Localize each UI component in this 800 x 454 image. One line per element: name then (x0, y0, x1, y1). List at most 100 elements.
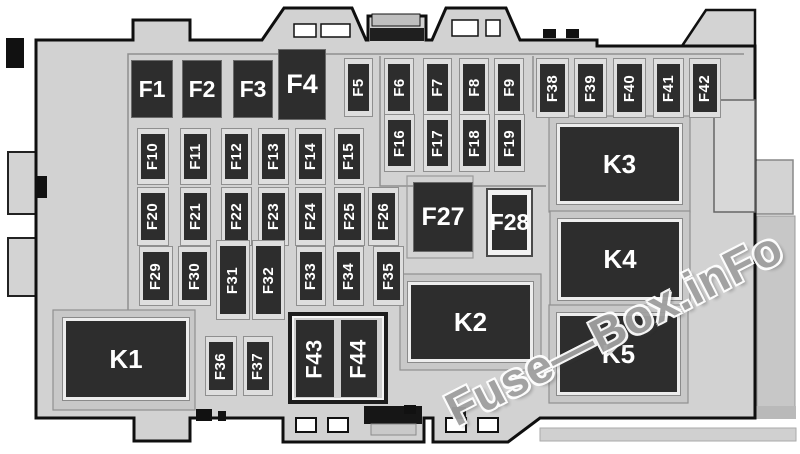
fuse-f33-label: F33 (302, 262, 320, 290)
relay-k3: K3 (557, 124, 682, 204)
fuse-f23: F23 (262, 193, 285, 240)
fuse-f42-label: F42 (696, 74, 714, 102)
fuse-f14-label: F14 (302, 142, 320, 171)
fuse-f13: F13 (262, 134, 285, 179)
bottom-slot-icon (327, 417, 349, 433)
fuse-f34: F34 (337, 252, 360, 300)
fuse-f19-label: F19 (501, 129, 519, 157)
fuse-f33: F33 (300, 252, 322, 300)
fuse-f38: F38 (540, 64, 565, 112)
top-clip-icon (543, 29, 556, 38)
fuse-f16: F16 (388, 120, 411, 166)
fuse-f17: F17 (427, 120, 448, 166)
fuse-f27: F27 (414, 183, 472, 251)
fuse-f6-label: F6 (390, 78, 408, 97)
fuse-f25-label: F25 (341, 202, 359, 231)
fuse-f37-label: F37 (249, 352, 267, 380)
fuse-f38-label: F38 (544, 74, 562, 102)
fuse-f15: F15 (338, 134, 360, 179)
fuse-f39: F39 (578, 64, 603, 112)
fuse-f26-label: F26 (375, 202, 393, 231)
top-right-bump-icon (679, 8, 757, 48)
fuse-f11: F11 (184, 134, 207, 179)
fuse-f40-label: F40 (621, 74, 639, 102)
relay-k1: K1 (63, 318, 189, 400)
fuse-f31: F31 (220, 246, 246, 314)
right-inner-module-icon (713, 99, 756, 213)
fuse-f22: F22 (225, 193, 248, 240)
fuse-f6: F6 (388, 64, 410, 111)
fuse-f44-label: F44 (346, 338, 372, 379)
bottom-clip-icon (404, 405, 416, 414)
fuse-f44: F44 (341, 320, 377, 397)
center-tab-dark-icon (370, 28, 424, 41)
relay-k4: K4 (558, 219, 682, 300)
fuse-f12-label: F12 (228, 142, 246, 171)
fuse-f36: F36 (209, 342, 233, 390)
fuse-f26: F26 (372, 193, 395, 240)
fuse-f24-label: F24 (302, 202, 320, 231)
fuse-f13-label: F13 (265, 142, 283, 171)
fuse-f37: F37 (247, 342, 269, 390)
bottom-slot-icon (445, 417, 467, 433)
left-tab-icon (7, 151, 39, 215)
fuse-f7: F7 (427, 64, 448, 111)
center-tab-icon (371, 13, 421, 27)
fuse-f31-label: F31 (224, 266, 242, 294)
fuse-f43: F43 (296, 320, 334, 397)
fuse-f18-label: F18 (466, 129, 484, 157)
top-clip-icon (566, 29, 579, 38)
fuse-f30: F30 (182, 252, 207, 300)
fuse-f21-label: F21 (187, 202, 205, 231)
fuse-f28-frame: F28 (486, 188, 533, 257)
connector-slot-icon (293, 23, 317, 38)
fuse-f1: F1 (132, 61, 172, 117)
fuse-f11-label: F11 (187, 143, 204, 170)
fuse-f21: F21 (184, 193, 207, 240)
right-tab-icon (754, 159, 794, 215)
bottom-connector-tab-icon (370, 423, 417, 436)
fuse-f3: F3 (234, 61, 272, 117)
fuse-f30-label: F30 (186, 262, 204, 290)
fuse-f14: F14 (299, 134, 322, 179)
connector-slot-icon (320, 23, 351, 38)
connector-slot-icon (485, 19, 501, 37)
fuse-f42: F42 (693, 64, 717, 112)
fuse-f19: F19 (498, 120, 521, 166)
relay-k2: K2 (408, 282, 533, 362)
fuse-f28: F28 (490, 195, 529, 250)
fuse-f16-label: F16 (391, 129, 409, 157)
fuse-f8-label: F8 (465, 78, 483, 97)
fuse-f32-label: F32 (260, 266, 278, 294)
bottom-clip-icon (196, 409, 212, 421)
bottom-slot-icon (295, 417, 317, 433)
fuse-f10: F10 (141, 134, 165, 179)
fuse-f32: F32 (256, 246, 281, 314)
fuse-f20-label: F20 (144, 202, 162, 231)
fuse-f2: F2 (183, 61, 221, 117)
fuse-f17-label: F17 (429, 129, 447, 157)
left-clip-icon (6, 38, 24, 68)
bottom-bar-icon (539, 427, 797, 442)
f27-socket-outline-icon (406, 175, 474, 259)
fuse-f43-label: F43 (302, 338, 328, 379)
fuse-f40: F40 (617, 64, 642, 112)
fuse-f9-label: F9 (500, 78, 518, 97)
fuse-f15-label: F15 (340, 142, 358, 171)
connector-slot-icon (451, 19, 479, 37)
fuse-f12: F12 (225, 134, 248, 179)
fuse-f29: F29 (143, 252, 169, 300)
fuse-f10-label: F10 (144, 142, 162, 171)
fuse-f4: F4 (279, 50, 325, 119)
fuse-f36-label: F36 (212, 352, 230, 380)
fuse-f5-label: F5 (349, 78, 367, 97)
fuse-f8: F8 (463, 64, 485, 111)
fuse-f9: F9 (498, 64, 520, 111)
bottom-clip-icon (452, 407, 466, 417)
left-clip-icon (36, 176, 47, 198)
fuse-f35-label: F35 (380, 262, 398, 290)
panel-seam-icon (127, 53, 744, 310)
fuse-f39-label: F39 (582, 74, 600, 102)
bottom-clip-icon (218, 411, 226, 421)
